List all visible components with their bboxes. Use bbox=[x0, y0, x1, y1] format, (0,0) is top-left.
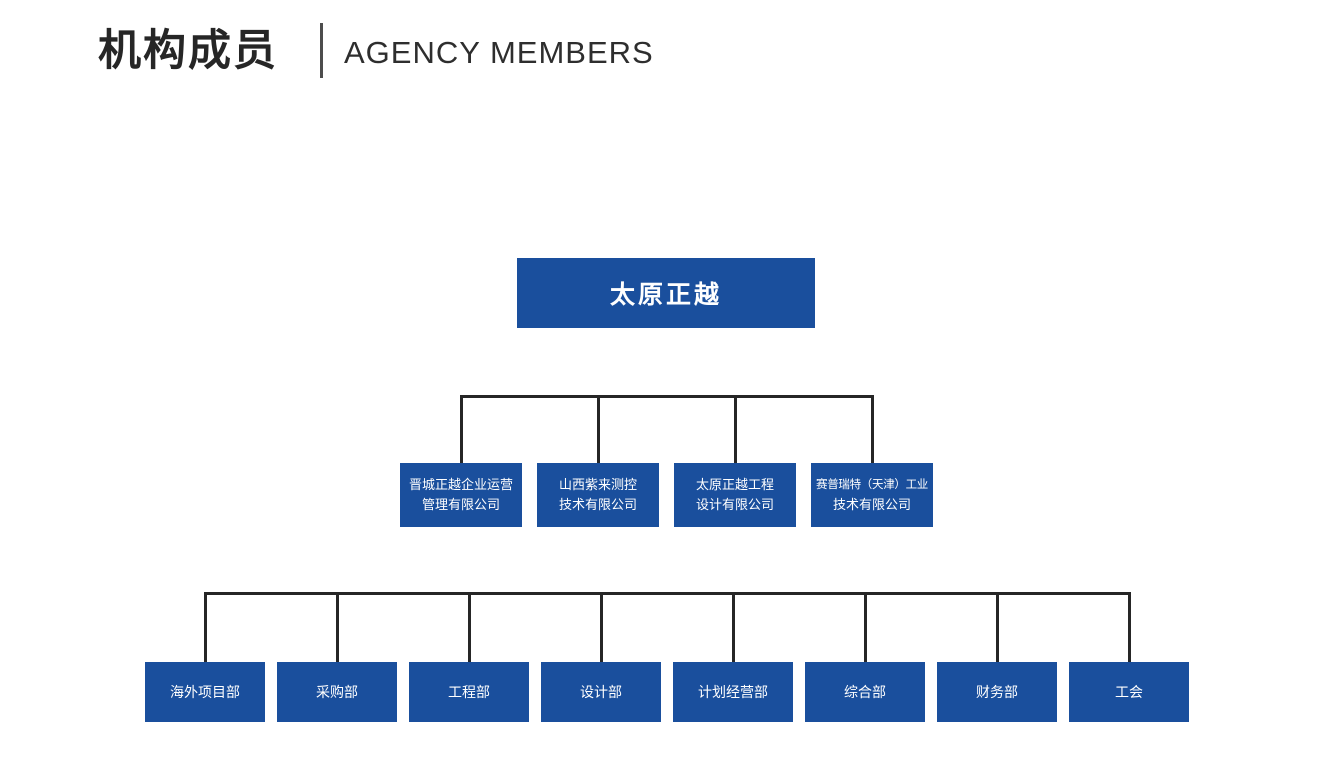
org-node-department: 采购部 bbox=[277, 662, 397, 722]
connector-drop-department-7 bbox=[995, 592, 999, 662]
company-name-line2: 管理有限公司 bbox=[421, 497, 500, 512]
org-node-department: 海外项目部 bbox=[145, 662, 265, 722]
department-label: 计划经营部 bbox=[698, 684, 768, 700]
org-node-root: 太原正越 bbox=[517, 258, 815, 328]
department-label: 设计部 bbox=[580, 684, 622, 700]
department-label: 工会 bbox=[1115, 684, 1143, 700]
department-label: 财务部 bbox=[976, 684, 1018, 700]
page-title: 机构成员 bbox=[98, 27, 278, 75]
org-node-department: 综合部 bbox=[805, 662, 925, 722]
company-name-line1: 山西紫来测控 bbox=[558, 477, 637, 492]
connector-drop-company-3 bbox=[733, 395, 737, 463]
org-node-department: 设计部 bbox=[541, 662, 661, 722]
connector-drop-company-1 bbox=[459, 395, 463, 463]
company-name-line1: 太原正越工程 bbox=[695, 477, 774, 492]
connector-horizontal-departments bbox=[203, 592, 1131, 595]
page-subtitle: AGENCY MEMBERS bbox=[344, 35, 654, 70]
department-label: 海外项目部 bbox=[170, 684, 240, 700]
company-name-line2: 设计有限公司 bbox=[695, 497, 774, 512]
connector-drop-department-8 bbox=[1127, 592, 1131, 662]
connector-drop-department-5 bbox=[731, 592, 735, 662]
department-label: 综合部 bbox=[844, 684, 886, 700]
org-node-company: 山西紫来测控 技术有限公司 bbox=[537, 463, 659, 527]
title-divider bbox=[320, 23, 323, 78]
org-node-company: 赛普瑞特（天津）工业 技术有限公司 bbox=[811, 463, 933, 527]
company-name-line1: 赛普瑞特（天津）工业 bbox=[816, 479, 928, 491]
org-node-root-label: 太原正越 bbox=[609, 281, 722, 309]
org-node-department: 财务部 bbox=[937, 662, 1057, 722]
org-node-company: 太原正越工程 设计有限公司 bbox=[674, 463, 796, 527]
company-name-line1: 晋城正越企业运营 bbox=[408, 477, 513, 492]
connector-drop-department-4 bbox=[599, 592, 603, 662]
org-node-department: 工程部 bbox=[409, 662, 529, 722]
org-node-company: 晋城正越企业运营 管理有限公司 bbox=[400, 463, 522, 527]
connector-drop-department-6 bbox=[863, 592, 867, 662]
department-label: 采购部 bbox=[316, 684, 358, 700]
connector-drop-department-1 bbox=[203, 592, 207, 662]
company-name-line2: 技术有限公司 bbox=[832, 497, 911, 512]
org-node-department: 工会 bbox=[1069, 662, 1189, 722]
department-label: 工程部 bbox=[448, 684, 490, 700]
connector-drop-company-2 bbox=[596, 395, 600, 463]
connector-drop-company-4 bbox=[870, 395, 874, 463]
company-name-line2: 技术有限公司 bbox=[558, 497, 637, 512]
connector-drop-department-3 bbox=[467, 592, 471, 662]
org-node-department: 计划经营部 bbox=[673, 662, 793, 722]
connector-drop-department-2 bbox=[335, 592, 339, 662]
connector-horizontal-companies bbox=[459, 395, 874, 398]
